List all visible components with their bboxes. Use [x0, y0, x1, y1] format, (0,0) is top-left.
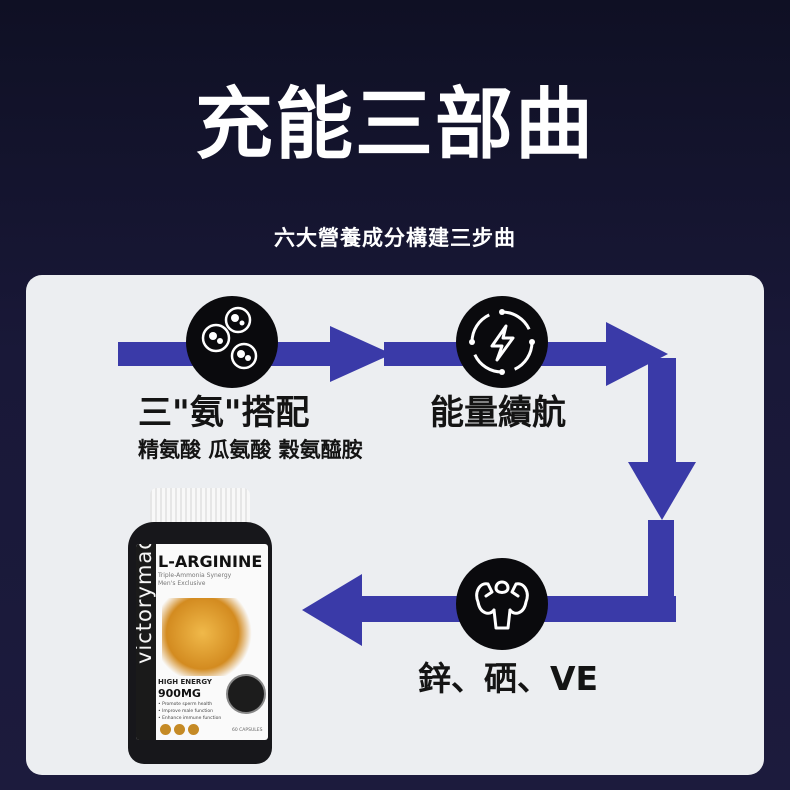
step3-title: 鋅、硒、VE	[418, 659, 599, 698]
step2-title: 能量續航	[430, 393, 566, 433]
bottle-label: victorymadé L-ARGININE Triple-Ammonia Sy…	[136, 544, 268, 740]
badge-icon	[160, 724, 171, 735]
product-figure	[162, 598, 252, 676]
bottle-cap	[150, 488, 250, 526]
step1-title: 三"氨"搭配	[138, 393, 310, 433]
molecules-icon	[186, 296, 278, 388]
step1-detail: 精氨酸 瓜氨酸 穀氨醯胺	[138, 438, 363, 462]
product-dose: 900MG	[158, 687, 201, 700]
capsule-count: 60 CAPSULES	[232, 728, 263, 733]
brand-logo: victorymadé	[136, 544, 156, 664]
bullet-3: • Enhance immune function	[158, 716, 222, 721]
bullet-2: • Improve male function	[158, 709, 213, 714]
page-title: 充能三部曲	[194, 80, 595, 170]
muscle-icon	[456, 558, 548, 650]
arrow-left	[302, 574, 440, 646]
product-name: L-ARGININE	[158, 552, 263, 571]
product-bottle: victorymadé L-ARGININE Triple-Ammonia Sy…	[128, 488, 272, 764]
arrow-down-shaft	[648, 358, 676, 468]
badge-icon	[174, 724, 185, 735]
bottle-body: victorymadé L-ARGININE Triple-Ammonia Sy…	[128, 522, 272, 764]
seal-icon	[226, 674, 266, 714]
page-subtitle: 六大營養成分構建三步曲	[274, 226, 516, 250]
badge-icon	[188, 724, 199, 735]
product-subtitle-1: Triple-Ammonia Synergy	[158, 572, 232, 579]
energy-tag: HIGH ENERGY	[158, 678, 212, 686]
energy-bolt-icon	[456, 296, 548, 388]
arrow-down-head	[628, 462, 696, 520]
product-subtitle-2: Men's Exclusive	[158, 580, 206, 587]
bullet-1: • Promote sperm health	[158, 702, 213, 707]
